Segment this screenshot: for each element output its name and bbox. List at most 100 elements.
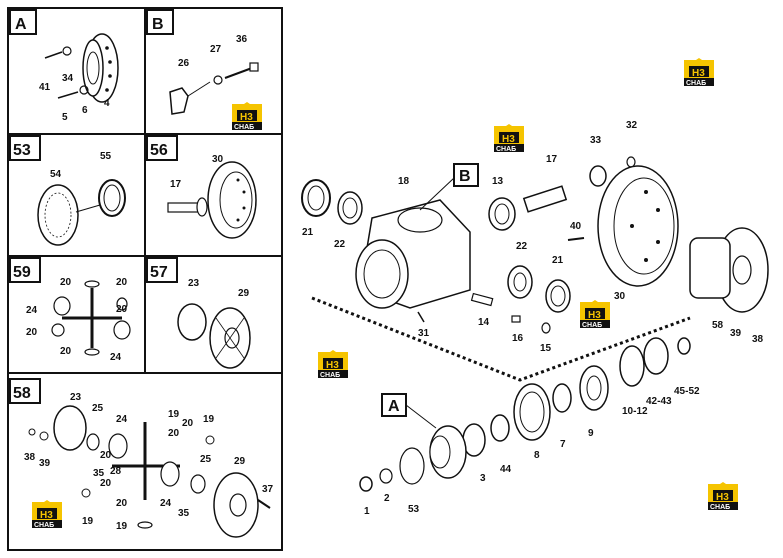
h3-logo-icon: H3 CHAБ [32,500,62,529]
svg-text:CHAБ: CHAБ [320,372,340,379]
label-58-38: 38 [24,452,36,463]
svg-text:CHAБ: CHAБ [710,504,730,511]
h3-logo-icon: H3 CHAБ [708,482,738,511]
panel-a-title: A [15,16,27,33]
main-label-9: 9 [588,428,594,439]
main-label-8: 8 [534,450,540,461]
label-58-25: 25 [92,403,104,414]
h3-logo-icon: H3 CHAБ [232,102,262,131]
label-58-20-e: 20 [116,498,128,509]
label-20-b: 20 [116,277,128,288]
panel-b: B 27 36 26 H3 CHAБ [146,9,262,131]
label-36: 36 [236,34,248,45]
h3-logo-icon: H3 CHAБ [580,300,610,329]
label-30: 30 [212,154,224,165]
main-label-22-b: 22 [516,241,528,252]
svg-text:H3: H3 [326,360,339,371]
label-58-19-a: 19 [168,409,180,420]
main-label-44: 44 [500,464,512,475]
label-58-35-b: 35 [178,508,190,519]
label-55: 55 [100,151,112,162]
label-58-24: 24 [116,414,128,425]
svg-text:H3: H3 [502,134,515,145]
svg-text:CHAБ: CHAБ [582,322,602,329]
callout-a: A [388,398,400,415]
main-label-42-43: 42-43 [646,396,672,407]
label-58-19-d: 19 [116,521,128,532]
main-label-53: 53 [408,504,420,515]
main-label-38: 38 [752,334,764,345]
panel-57-title: 57 [150,264,168,281]
label-23: 23 [188,278,200,289]
main-label-30: 30 [614,291,626,302]
label-26: 26 [178,58,190,69]
label-6: 6 [82,105,88,116]
label-58-37: 37 [262,484,274,495]
main-label-2: 2 [384,493,390,504]
main-label-15: 15 [540,343,552,354]
label-4: 4 [104,98,110,109]
main-label-32: 32 [626,120,638,131]
svg-text:H3: H3 [40,510,53,521]
label-20-c: 20 [26,327,38,338]
panel-a: A 41 34 6 5 4 [9,9,119,123]
svg-text:H3: H3 [588,310,601,321]
label-17: 17 [170,179,182,190]
svg-text:H3: H3 [240,112,253,123]
label-20-e: 20 [60,346,72,357]
label-58-20-a: 20 [168,428,180,439]
panel-56-title: 56 [150,142,168,159]
panel-58-title: 58 [13,385,31,402]
label-58-19-b: 19 [203,414,215,425]
svg-text:CHAБ: CHAБ [686,80,706,87]
main-label-7: 7 [560,439,566,450]
main-label-3: 3 [480,473,486,484]
panel-53: 53 54 55 [9,135,126,246]
svg-text:H3: H3 [716,492,729,503]
main-label-14: 14 [478,317,490,328]
panel-b-title: B [152,16,164,33]
main-label-13: 13 [492,176,504,187]
panel-56: 56 30 17 [146,135,257,239]
label-58-39: 39 [39,458,51,469]
main-label-16: 16 [512,333,524,344]
svg-text:H3: H3 [692,68,705,79]
label-58-28: 28 [110,466,122,477]
main-exploded-view: B A 18 13 17 33 32 21 22 40 22 21 30 31 … [301,120,769,517]
panel-59-title: 59 [13,264,31,281]
panel-57: 57 23 29 [146,257,251,369]
panel-58: 58 23 25 24 19 20 20 19 38 39 35 28 20 2… [9,378,274,538]
main-label-33: 33 [590,135,602,146]
h3-logo-icon: H3 CHAБ [318,350,348,379]
label-41: 41 [39,82,51,93]
label-20-d: 20 [116,304,128,315]
label-20-a: 20 [60,277,72,288]
main-label-1: 1 [364,506,370,517]
label-54: 54 [50,169,62,180]
label-24-b: 24 [110,352,122,363]
label-29: 29 [238,288,250,299]
label-58-20-b: 20 [182,418,194,429]
svg-text:CHAБ: CHAБ [34,522,54,529]
label-34: 34 [62,73,74,84]
label-58-19-c: 19 [82,516,94,527]
main-label-18: 18 [398,176,410,187]
label-58-25-b: 25 [200,454,212,465]
h3-logo-icon: H3 CHAБ [494,124,524,153]
label-58-20-d: 20 [100,478,112,489]
main-label-39: 39 [730,328,742,339]
svg-text:CHAБ: CHAБ [496,146,516,153]
label-58-20-c: 20 [100,450,112,461]
main-label-40: 40 [570,221,582,232]
label-58-24-b: 24 [160,498,172,509]
main-label-17: 17 [546,154,558,165]
svg-text:CHAБ: CHAБ [234,124,254,131]
label-58-29: 29 [234,456,246,467]
h3-logo-icon: H3 CHAБ [684,58,714,87]
main-label-45-52: 45-52 [674,386,700,397]
main-label-21-b: 21 [552,255,564,266]
label-5: 5 [62,112,68,123]
label-58-35-a: 35 [93,468,105,479]
panel-59: 59 20 20 24 20 20 20 24 [9,257,131,363]
